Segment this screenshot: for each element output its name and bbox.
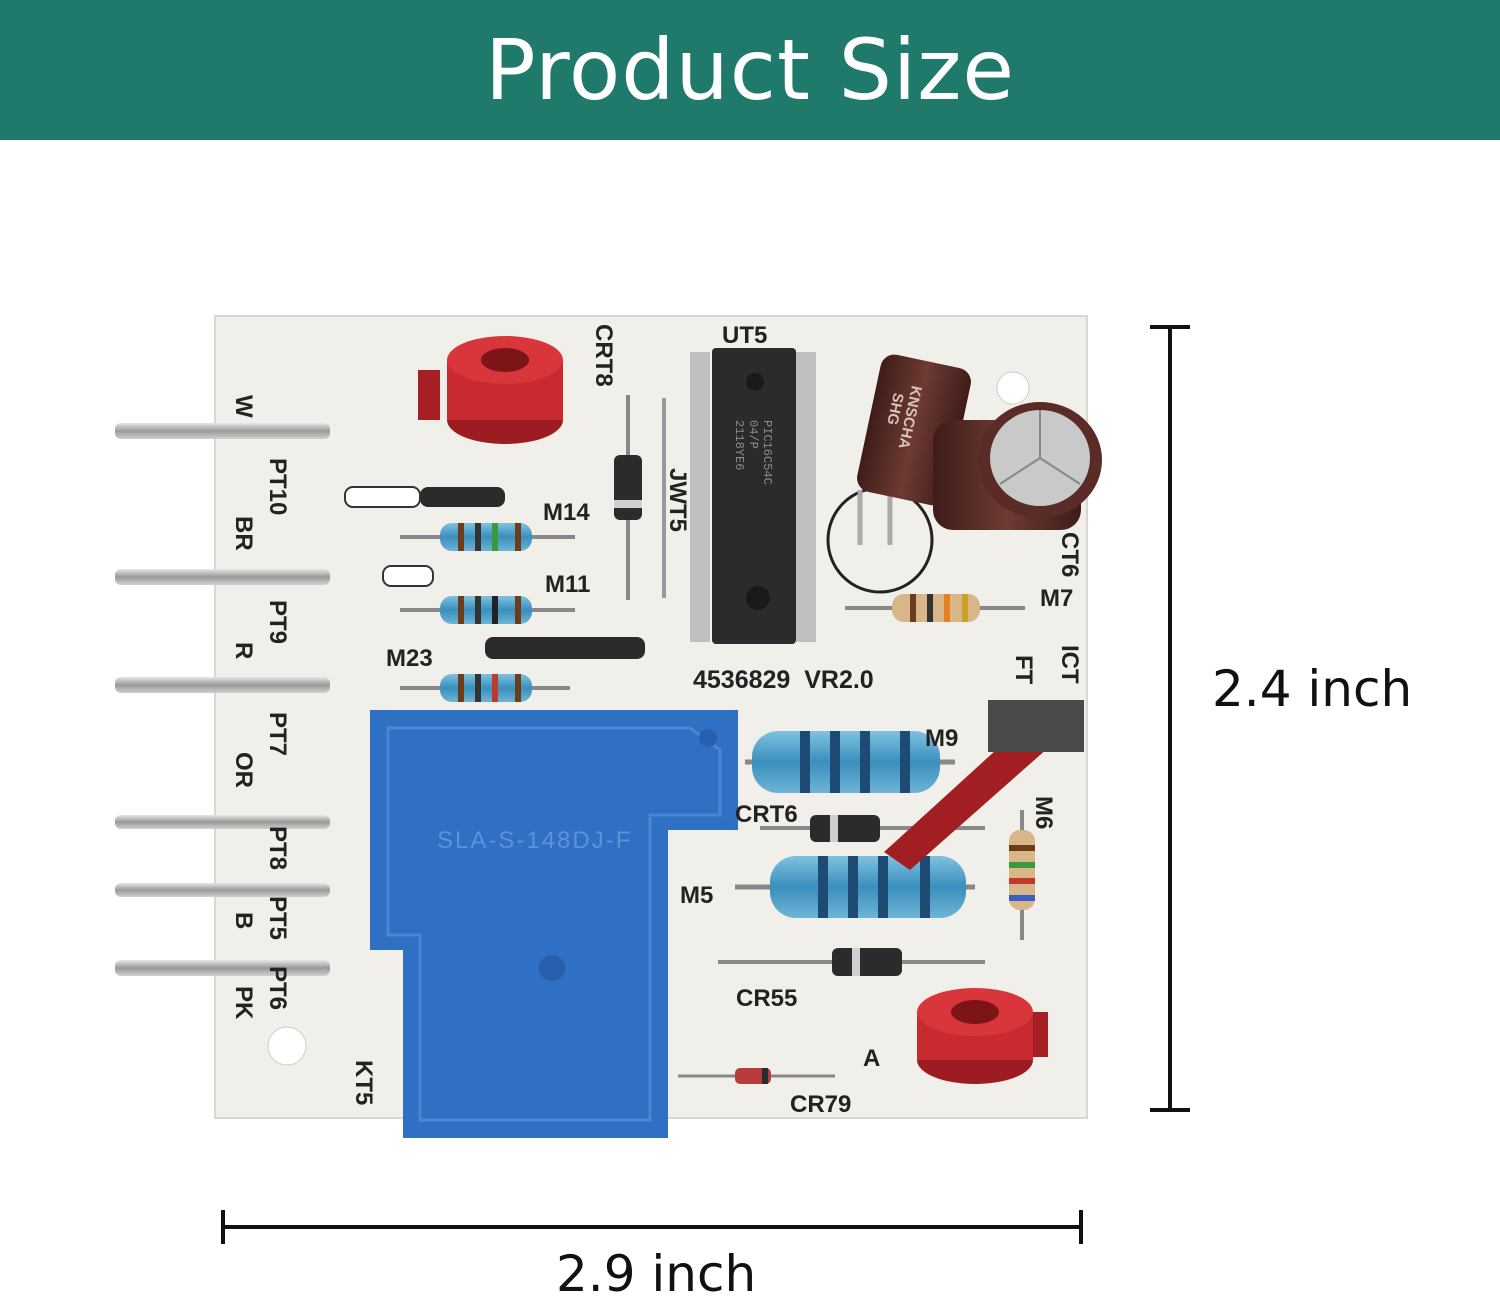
dimension-cap (1079, 1210, 1083, 1244)
terminal-label: PK (230, 986, 257, 1020)
component-label: CT6 (1056, 532, 1083, 577)
terminal-label: PT10 (264, 458, 291, 515)
component-label: ICT (1056, 645, 1083, 684)
relay (370, 710, 738, 1138)
capacitor-marking: SHG (883, 391, 906, 426)
chip-marking: 04/P (746, 420, 760, 449)
red-post (917, 988, 1048, 1084)
chip-marking: PIC16C54C (760, 420, 774, 485)
terminal-label: PT7 (264, 712, 291, 756)
jumper-bar (420, 487, 505, 507)
dimension-cap (1150, 1108, 1190, 1112)
ground-pad (988, 700, 1084, 752)
dimension-line-horizontal (222, 1225, 1082, 1229)
component-label: M5 (680, 882, 713, 909)
chip-label: UT5 (722, 322, 767, 349)
mounting-hole (996, 371, 1030, 405)
power-resistor (735, 856, 975, 918)
power-resistor (745, 731, 955, 793)
terminal-label: W (230, 395, 257, 418)
component-label: M11 (545, 571, 590, 598)
terminal-pin (115, 677, 330, 693)
component-label: CR79 (790, 1091, 851, 1118)
terminal-label: R (230, 642, 257, 659)
dimension-line-vertical (1168, 327, 1172, 1111)
component-label: CRT6 (735, 801, 798, 828)
terminal-pin (115, 883, 330, 897)
terminal-pin (115, 815, 330, 829)
height-dimension-label: 2.4 inch (1212, 660, 1413, 718)
chip-marking: 2118YE6 (732, 420, 746, 470)
resistor (400, 674, 570, 702)
component-label: M9 (925, 725, 958, 752)
jumper-bar (382, 565, 434, 587)
resistor (400, 596, 575, 624)
terminal-label: PT9 (264, 600, 291, 644)
red-wire (884, 730, 1048, 870)
component-label: CR55 (736, 985, 797, 1012)
page-title: Product Size (484, 21, 1016, 119)
mounting-hole (267, 1026, 307, 1066)
board-model-text: 4536829 VR2.0 (693, 666, 874, 694)
terminal-label: PT5 (264, 896, 291, 940)
resistor (845, 594, 1025, 622)
component-label: JWT5 (664, 468, 691, 532)
terminal-pin (115, 569, 330, 585)
terminal-pin (115, 960, 330, 976)
terminal-label: B (230, 912, 257, 929)
component-label: M7 (1040, 585, 1073, 612)
width-dimension-label: 2.9 inch (556, 1245, 757, 1303)
terminal-label: BR (230, 516, 257, 551)
component-label: A (863, 1045, 880, 1072)
component-label: M23 (386, 645, 433, 672)
terminal-label: OR (230, 752, 257, 788)
red-post (418, 336, 563, 444)
component-label: KT5 (350, 1060, 377, 1105)
jumper-bar (344, 486, 421, 508)
component-label: M6 (1030, 796, 1057, 829)
diode (678, 1068, 835, 1084)
capacitor-large (933, 402, 1102, 530)
diode (718, 948, 985, 976)
relay-marking: SLA-S-148DJ-F (437, 827, 632, 854)
terminal-pin (115, 423, 330, 439)
resistor (1009, 810, 1035, 940)
component-label: CRT8 (590, 324, 617, 387)
diode (614, 395, 642, 600)
jumper-bar (485, 637, 645, 659)
dimension-cap (1150, 325, 1190, 329)
component-label: FT (1010, 655, 1037, 685)
header-banner: Product Size (0, 0, 1500, 140)
dimension-cap (221, 1210, 225, 1244)
terminal-label: PT8 (264, 826, 291, 870)
component-label: M14 (543, 499, 590, 526)
resistor (400, 523, 575, 551)
terminal-label: PT6 (264, 966, 291, 1010)
ic-chip (690, 348, 816, 644)
terminal-pins (115, 423, 330, 976)
